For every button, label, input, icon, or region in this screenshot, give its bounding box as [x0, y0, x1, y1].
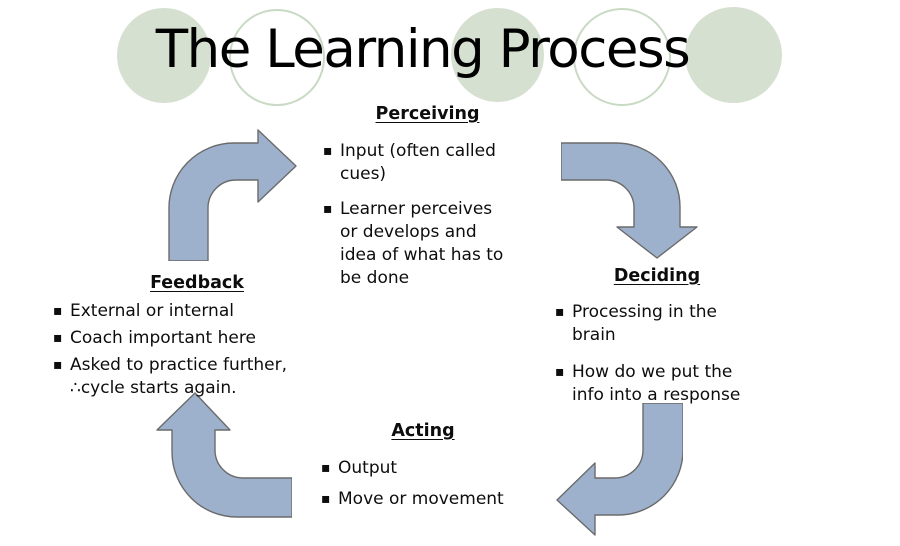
bullet-text: Input (often called cues) [340, 141, 496, 184]
slide-title: The Learning Process [155, 19, 691, 80]
decorative-circle-filled-1 [117, 8, 211, 103]
feedback-heading: Feedback [150, 273, 244, 293]
list-item: ▪ Asked to practice further, ∴cycle star… [50, 354, 344, 400]
bullet-square-icon: ▪ [555, 304, 565, 320]
perceiving-heading: Perceiving [375, 104, 480, 124]
bullet-text: Coach important here [70, 328, 256, 348]
list-item: ▪ External or internal [50, 300, 344, 323]
bullet-square-icon: ▪ [323, 143, 333, 159]
bullet-text: Asked to practice further, ∴cycle starts… [70, 355, 288, 398]
list-item: ▪ Processing in the brain [552, 301, 762, 347]
perceiving-to-deciding-arrow [561, 142, 698, 259]
bullet-square-icon: ▪ [555, 364, 565, 380]
bullet-square-icon: ▪ [53, 303, 63, 319]
acting-section: Acting ▪ Output ▪ Move or movement [318, 421, 528, 519]
bullet-text: How do we put the info into a response [572, 362, 741, 405]
decorative-circle-filled-3 [685, 7, 782, 103]
feedback-to-perceiving-arrow [168, 129, 297, 261]
bullet-text: Output [338, 458, 398, 478]
list-item: ▪ Move or movement [318, 488, 528, 511]
acting-heading: Acting [391, 421, 455, 441]
deciding-heading: Deciding [613, 266, 701, 286]
bullet-text: Move or movement [338, 489, 504, 509]
list-item: ▪ Coach important here [50, 327, 344, 350]
deciding-to-acting-arrow [556, 403, 683, 536]
decorative-circle-filled-2 [451, 8, 544, 102]
bullet-square-icon: ▪ [53, 330, 63, 346]
list-item: ▪ Input (often called cues) [320, 140, 535, 186]
bullet-square-icon: ▪ [323, 201, 333, 217]
bullet-text: External or internal [70, 301, 234, 321]
list-item: ▪ How do we put the info into a response [552, 361, 762, 407]
deciding-section: Deciding ▪ Processing in the brain ▪ How… [552, 266, 762, 421]
feedback-section: Feedback ▪ External or internal ▪ Coach … [50, 273, 344, 404]
decorative-circle-outlined-2 [573, 8, 671, 106]
bullet-square-icon: ▪ [321, 491, 331, 507]
list-item: ▪ Output [318, 457, 528, 480]
perceiving-section: Perceiving ▪ Input (often called cues) ▪… [320, 104, 535, 302]
acting-to-feedback-arrow [156, 392, 292, 518]
bullet-text: Processing in the brain [572, 302, 717, 345]
list-item: ▪ Learner perceives or develops and idea… [320, 198, 535, 290]
bullet-square-icon: ▪ [321, 460, 331, 476]
bullet-square-icon: ▪ [53, 357, 63, 373]
bullet-text: Learner perceives or develops and idea o… [340, 199, 504, 288]
decorative-circle-outlined-1 [229, 9, 325, 106]
